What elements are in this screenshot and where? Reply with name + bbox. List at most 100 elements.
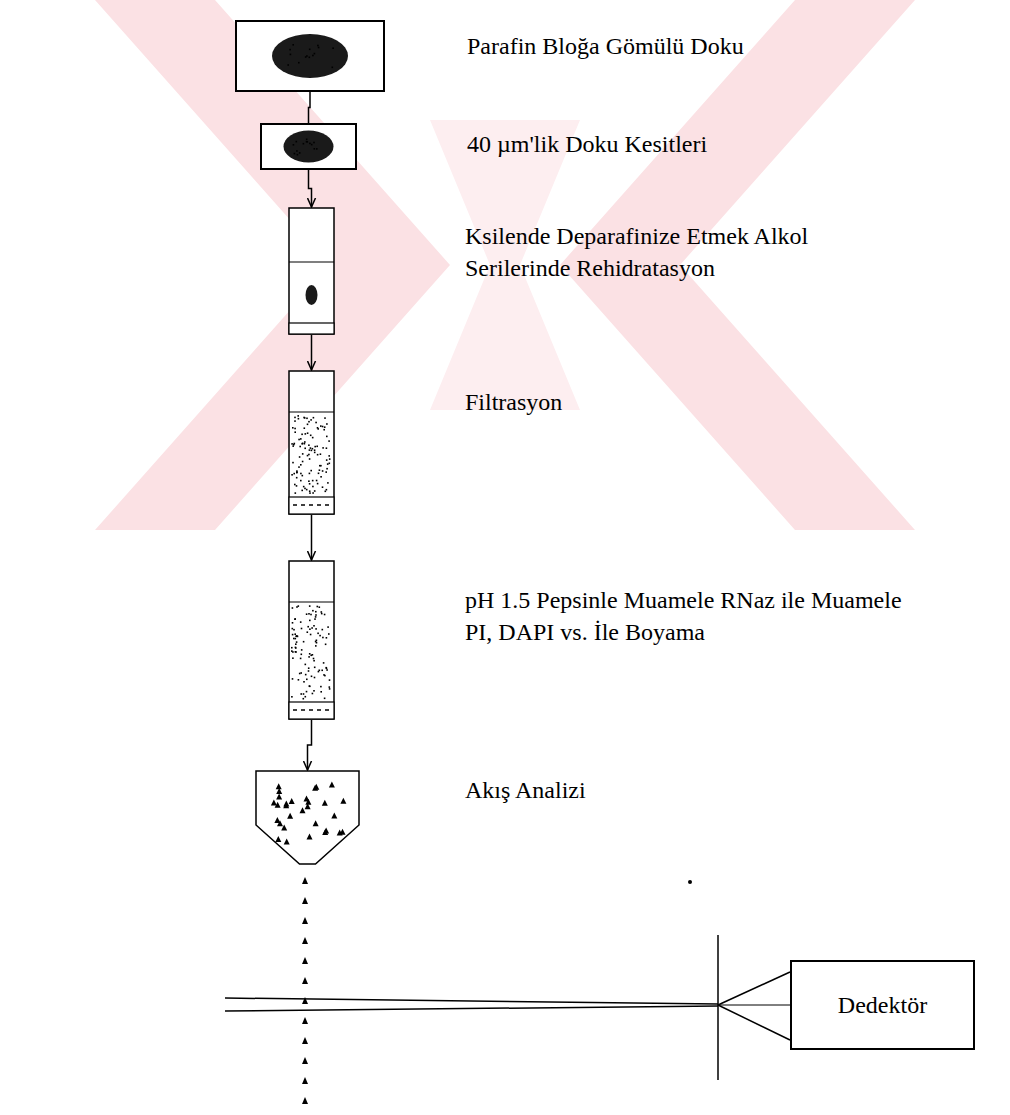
cell-dot: [320, 476, 322, 478]
cell-dot: [303, 641, 305, 643]
cell-particle: [302, 937, 308, 944]
cell-particle: [302, 997, 308, 1004]
cell-dot: [308, 670, 310, 672]
cell-dot: [301, 628, 303, 630]
liquid-level: [289, 412, 334, 413]
cell-dot: [299, 673, 301, 675]
cell-dot: [300, 480, 302, 482]
cell-particle: [322, 829, 328, 835]
cell-dot: [293, 473, 295, 475]
cell-dot: [307, 432, 309, 434]
cell-dot: [298, 466, 300, 468]
flow-arrow: [309, 92, 311, 123]
tube-drawing: [288, 207, 335, 335]
cell-dot: [313, 417, 315, 419]
cell-dot: [304, 441, 306, 443]
filter-mark: [309, 504, 313, 506]
cell-dot: [322, 637, 324, 639]
cell-particle: [302, 1097, 308, 1104]
laser-beam: [225, 1006, 718, 1011]
cell-particle: [302, 1017, 308, 1024]
cell-particle: [340, 798, 346, 804]
cell-dot: [328, 455, 330, 457]
cell-dot: [325, 667, 327, 669]
tube-base: [289, 702, 334, 719]
tube-outline: [289, 561, 334, 719]
cell-dot: [299, 456, 301, 458]
cell-dot: [310, 655, 312, 657]
cell-dot: [317, 633, 319, 635]
cell-dot: [307, 631, 309, 633]
cell-particle: [276, 794, 282, 800]
cell-dot: [295, 651, 297, 653]
cell-dot: [323, 674, 325, 676]
cell-particle: [305, 803, 311, 809]
cell-dot: [297, 415, 299, 417]
cell-dot: [293, 144, 295, 146]
cell-dot: [311, 627, 313, 629]
cell-dot: [315, 616, 317, 618]
cell-particle: [331, 813, 337, 819]
cell-particle: [313, 820, 319, 826]
cell-particle: [289, 798, 295, 804]
cell-dot: [301, 434, 303, 436]
cell-dot: [310, 419, 312, 421]
cell-dot: [317, 45, 319, 47]
cell-dot: [298, 439, 300, 441]
cell-dot: [309, 605, 311, 607]
flow-arrow: [309, 170, 312, 207]
cell-dot: [316, 148, 318, 150]
cell-particle: [283, 801, 289, 807]
cell-dot: [308, 656, 310, 658]
cell-dot: [307, 455, 309, 457]
cell-dot: [312, 610, 314, 612]
cell-dot: [322, 447, 324, 449]
cell-dot: [326, 436, 328, 438]
cell-dot: [319, 469, 321, 471]
cell-dot: [319, 670, 321, 672]
cell-dot: [296, 485, 298, 487]
cell-dot: [315, 645, 317, 647]
cell-dot: [302, 443, 304, 445]
lens-line: [717, 935, 719, 1080]
step-label: 40 µm'lik Doku Kesitleri: [467, 128, 887, 160]
cell-particle: [302, 897, 308, 904]
cell-dot: [312, 448, 314, 450]
cell-dot: [326, 489, 328, 491]
cell-dot: [310, 470, 312, 472]
cell-dot: [313, 660, 315, 662]
cell-dot: [292, 622, 294, 624]
watermark-chevron: [95, 0, 450, 530]
cell-dot: [304, 488, 306, 490]
cell-dot: [296, 141, 298, 143]
cell-dot: [309, 490, 311, 492]
cell-dot: [300, 672, 302, 674]
cell-dot: [309, 483, 311, 485]
cell-dot: [322, 629, 324, 631]
cell-dot: [327, 463, 329, 465]
cell-dot: [321, 611, 323, 613]
cell-particle: [307, 834, 313, 840]
flow-arrow: [308, 720, 312, 770]
cell-dot: [292, 445, 294, 447]
tissue-box: Parafin Bloğa Gömülü Doku: [235, 20, 385, 92]
cell-dot: [318, 47, 320, 49]
cell-dot: [314, 446, 316, 448]
cell-dot: [317, 454, 319, 456]
flow-arrow: [311, 515, 313, 560]
cell-dot: [304, 417, 306, 419]
cell-dot: [308, 421, 310, 423]
cell-dot: [299, 152, 301, 154]
cell-dot: [315, 611, 317, 613]
cell-dot: [300, 438, 302, 440]
tube-outline: [289, 371, 334, 514]
step-label: Parafin Bloğa Gömülü Doku: [467, 30, 887, 62]
cell-dot: [315, 422, 317, 424]
cell-dot: [321, 670, 323, 672]
cell-dot: [332, 47, 334, 49]
cell-dot: [295, 651, 297, 653]
detector-label: Dedektör: [792, 962, 973, 1048]
cell-dot: [298, 418, 300, 420]
cell-dot: [309, 143, 311, 145]
